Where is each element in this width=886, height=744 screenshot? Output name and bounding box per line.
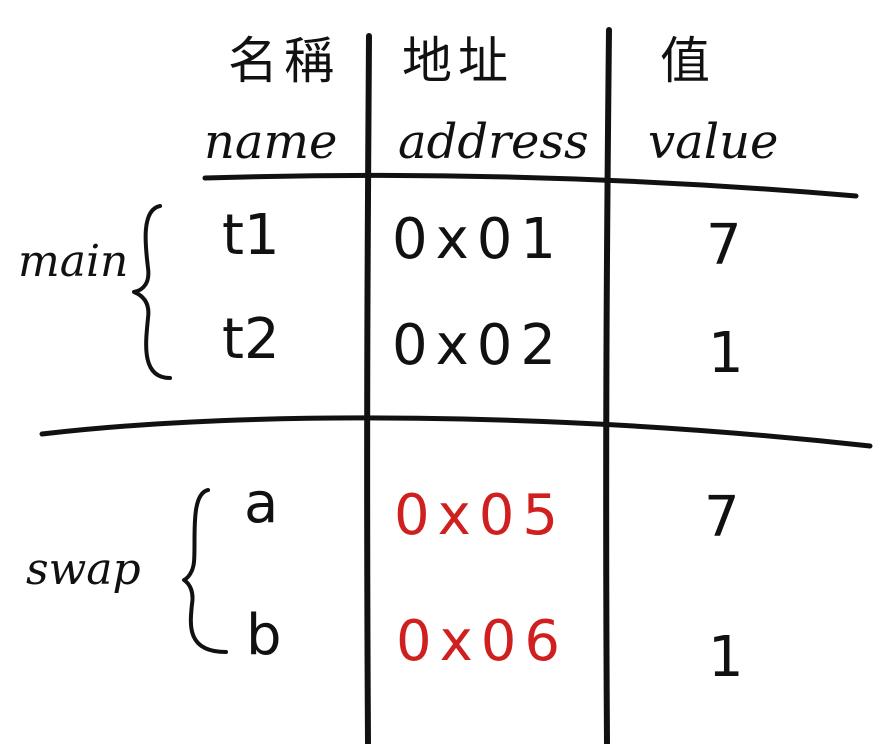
header-underline: [202, 172, 859, 199]
header-value-en: value: [648, 114, 779, 170]
cell-name-a: a: [244, 471, 279, 536]
cell-name-t2: t2: [222, 307, 280, 372]
cell-name-t1: t1: [222, 203, 280, 268]
cell-address-t1: 0x01: [392, 207, 565, 272]
cell-address-t2: 0x02: [392, 313, 565, 378]
cell-value-a: 7: [704, 485, 740, 550]
cell-address-a: 0x05: [394, 483, 567, 548]
swap-brace: [182, 488, 228, 654]
cell-value-t2: 1: [708, 321, 744, 386]
header-address-en: address: [398, 114, 589, 170]
group-label-swap: swap: [26, 544, 141, 595]
group-label-main: main: [18, 236, 129, 287]
header-address-cn: 地址: [402, 32, 514, 90]
header-name-cn: 名稱: [228, 32, 340, 90]
main-brace: [132, 204, 172, 380]
cell-name-b: b: [246, 603, 282, 668]
header-name-en: name: [204, 114, 338, 170]
column-divider-1: [364, 33, 372, 744]
cell-value-b: 1: [708, 625, 744, 690]
header-value-cn: 值: [660, 32, 716, 90]
cell-value-t1: 7: [706, 213, 742, 278]
column-divider-2: [603, 27, 612, 744]
group-separator: [39, 415, 873, 449]
cell-address-b: 0x06: [396, 609, 569, 674]
